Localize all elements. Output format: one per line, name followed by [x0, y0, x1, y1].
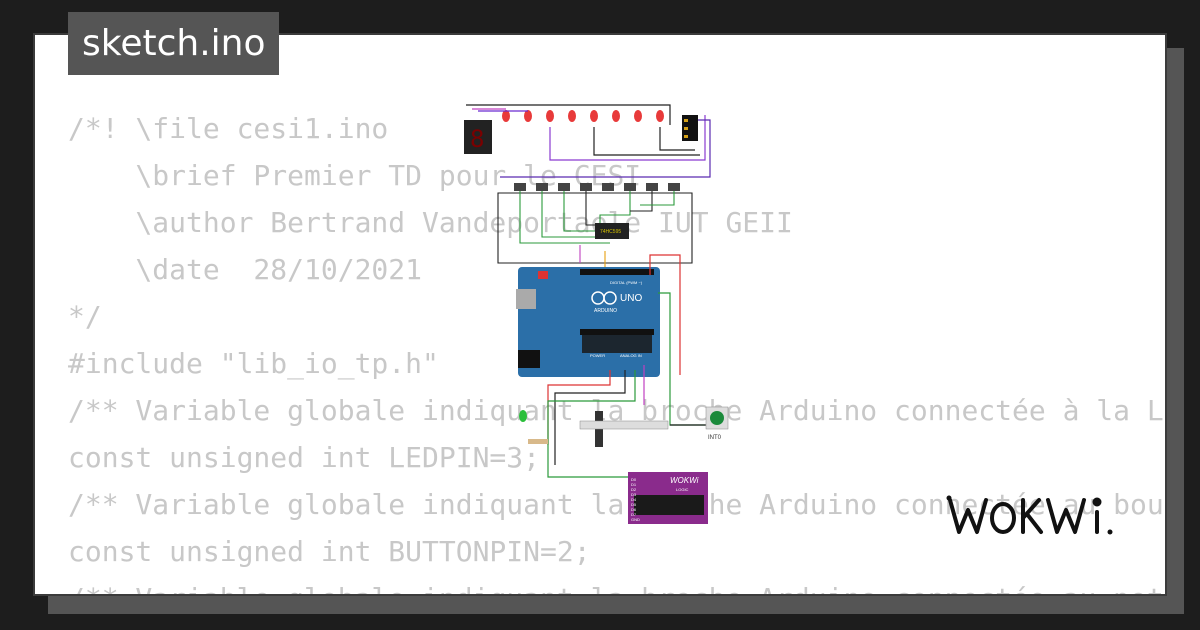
logic-pin: D3: [631, 492, 637, 497]
code-line: \author Bertrand Vandeportaele IUT GEII: [68, 206, 793, 239]
logic-analyzer: WOKWi LOGIC D0 D1 D2 D3 D4 D5 D6 D7 GND: [628, 472, 708, 524]
svg-text:8: 8: [470, 125, 484, 153]
header-label: DIGITAL (PWM ~): [610, 280, 643, 285]
ic-label: 74HC595: [600, 229, 621, 235]
slide-switch-row: [514, 183, 680, 191]
board-label: UNO: [620, 293, 642, 304]
logic-brand: WOKWi: [670, 476, 699, 485]
arduino-uno-board: UNO ARDUINO DIGITAL (PWM ~) POWER ANALOG…: [516, 267, 660, 377]
logic-pin: D6: [631, 507, 637, 512]
logic-pin: GND: [631, 517, 640, 522]
shift-register-ic: 74HC595: [595, 223, 629, 239]
code-line: \brief Premier TD pour le CESI: [68, 159, 642, 192]
code-line: */: [68, 300, 102, 333]
code-line: /** Variable globale indiquant la broche…: [68, 394, 1167, 427]
logic-pin: D1: [631, 482, 637, 487]
seven-segment-display: 8: [464, 120, 492, 154]
power-label: POWER: [590, 353, 605, 358]
analog-label: ANALOG IN: [620, 353, 642, 358]
logic-label: LOGIC: [676, 487, 689, 492]
logic-pin: D4: [631, 497, 637, 502]
circuit-diagram: 8: [430, 65, 730, 545]
code-line: const unsigned int BUTTONPIN=2;: [68, 535, 591, 568]
button-label: INT0: [708, 435, 722, 441]
wokwi-logo: [945, 492, 1115, 540]
logic-pin: D7: [631, 512, 637, 517]
code-line: const unsigned int LEDPIN=3;: [68, 441, 541, 474]
push-button: INT0: [705, 406, 729, 441]
logic-pin: D5: [631, 502, 637, 507]
logic-pin: D0: [631, 477, 637, 482]
slide-potentiometer: [579, 411, 669, 447]
code-line: #include "lib_io_tp.h": [68, 347, 439, 380]
logic-pin: D2: [631, 487, 637, 492]
code-line: /** Variable globale indiquant la broche…: [68, 575, 1165, 594]
board-brand: ARDUINO: [594, 308, 617, 314]
code-line: \date 28/10/2021: [68, 253, 423, 286]
file-name-tag: sketch.ino: [68, 12, 280, 75]
led-row: [502, 110, 664, 122]
code-line: /*! \file cesi1.ino: [68, 112, 389, 145]
